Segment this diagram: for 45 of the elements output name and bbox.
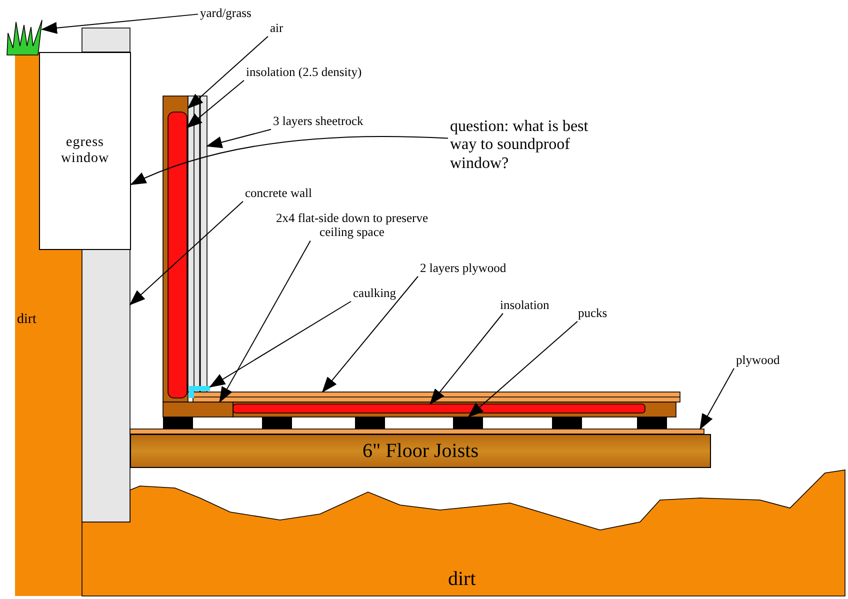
leader-arrow (209, 300, 352, 388)
leader-arrow (186, 80, 244, 128)
callout-label: 2 layers plywood (420, 261, 506, 276)
window-label: egress window (60, 135, 110, 167)
wood-2x4 (162, 402, 234, 418)
callout-label: 2x4 flat-side down to preserve ceiling space (262, 211, 442, 240)
callout-label: yard/grass (200, 6, 252, 20)
puck (262, 417, 292, 430)
callout-label: pucks (578, 306, 608, 320)
puck (552, 417, 582, 430)
callout-label: insolation (2.5 density) (246, 65, 362, 80)
floor-joist-board (130, 434, 711, 468)
sheetrock-layers (188, 96, 208, 392)
callout-label: insolation (500, 298, 550, 312)
callout-label: 3 layers sheetrock (273, 114, 364, 128)
leader-arrow (468, 320, 578, 418)
leader-arrow (322, 276, 418, 393)
ground-label: dirt (17, 312, 36, 328)
concrete-wall (82, 248, 130, 522)
question-text: question: what is best way to soundproof window? (450, 118, 612, 174)
window-box (39, 52, 131, 250)
floor-insulation (232, 404, 646, 414)
puck (355, 417, 385, 430)
puck (637, 417, 667, 430)
puck (163, 417, 193, 430)
leader-arrow (430, 312, 504, 405)
leader-arrow (129, 200, 244, 306)
leader-arrow (700, 368, 734, 430)
leader-arrow (41, 14, 198, 34)
leader-arrow (219, 240, 311, 403)
subfloor-plywood (130, 428, 704, 434)
callout-label: caulking (353, 286, 396, 300)
puck (453, 417, 483, 430)
grass-icon (6, 20, 42, 56)
joist-label: 6" Floor Joists (362, 440, 478, 462)
callout-label: plywood (736, 353, 780, 368)
leader-arrow (206, 128, 272, 148)
plywood-layers (192, 392, 680, 402)
leader-arrow (187, 36, 268, 109)
callout-label: air (270, 21, 284, 36)
wall-insulation (168, 112, 188, 398)
ground-label: dirt (448, 568, 476, 591)
callout-label: concrete wall (245, 186, 312, 200)
caulking-bead (189, 386, 210, 398)
leader-arrow (130, 136, 448, 185)
